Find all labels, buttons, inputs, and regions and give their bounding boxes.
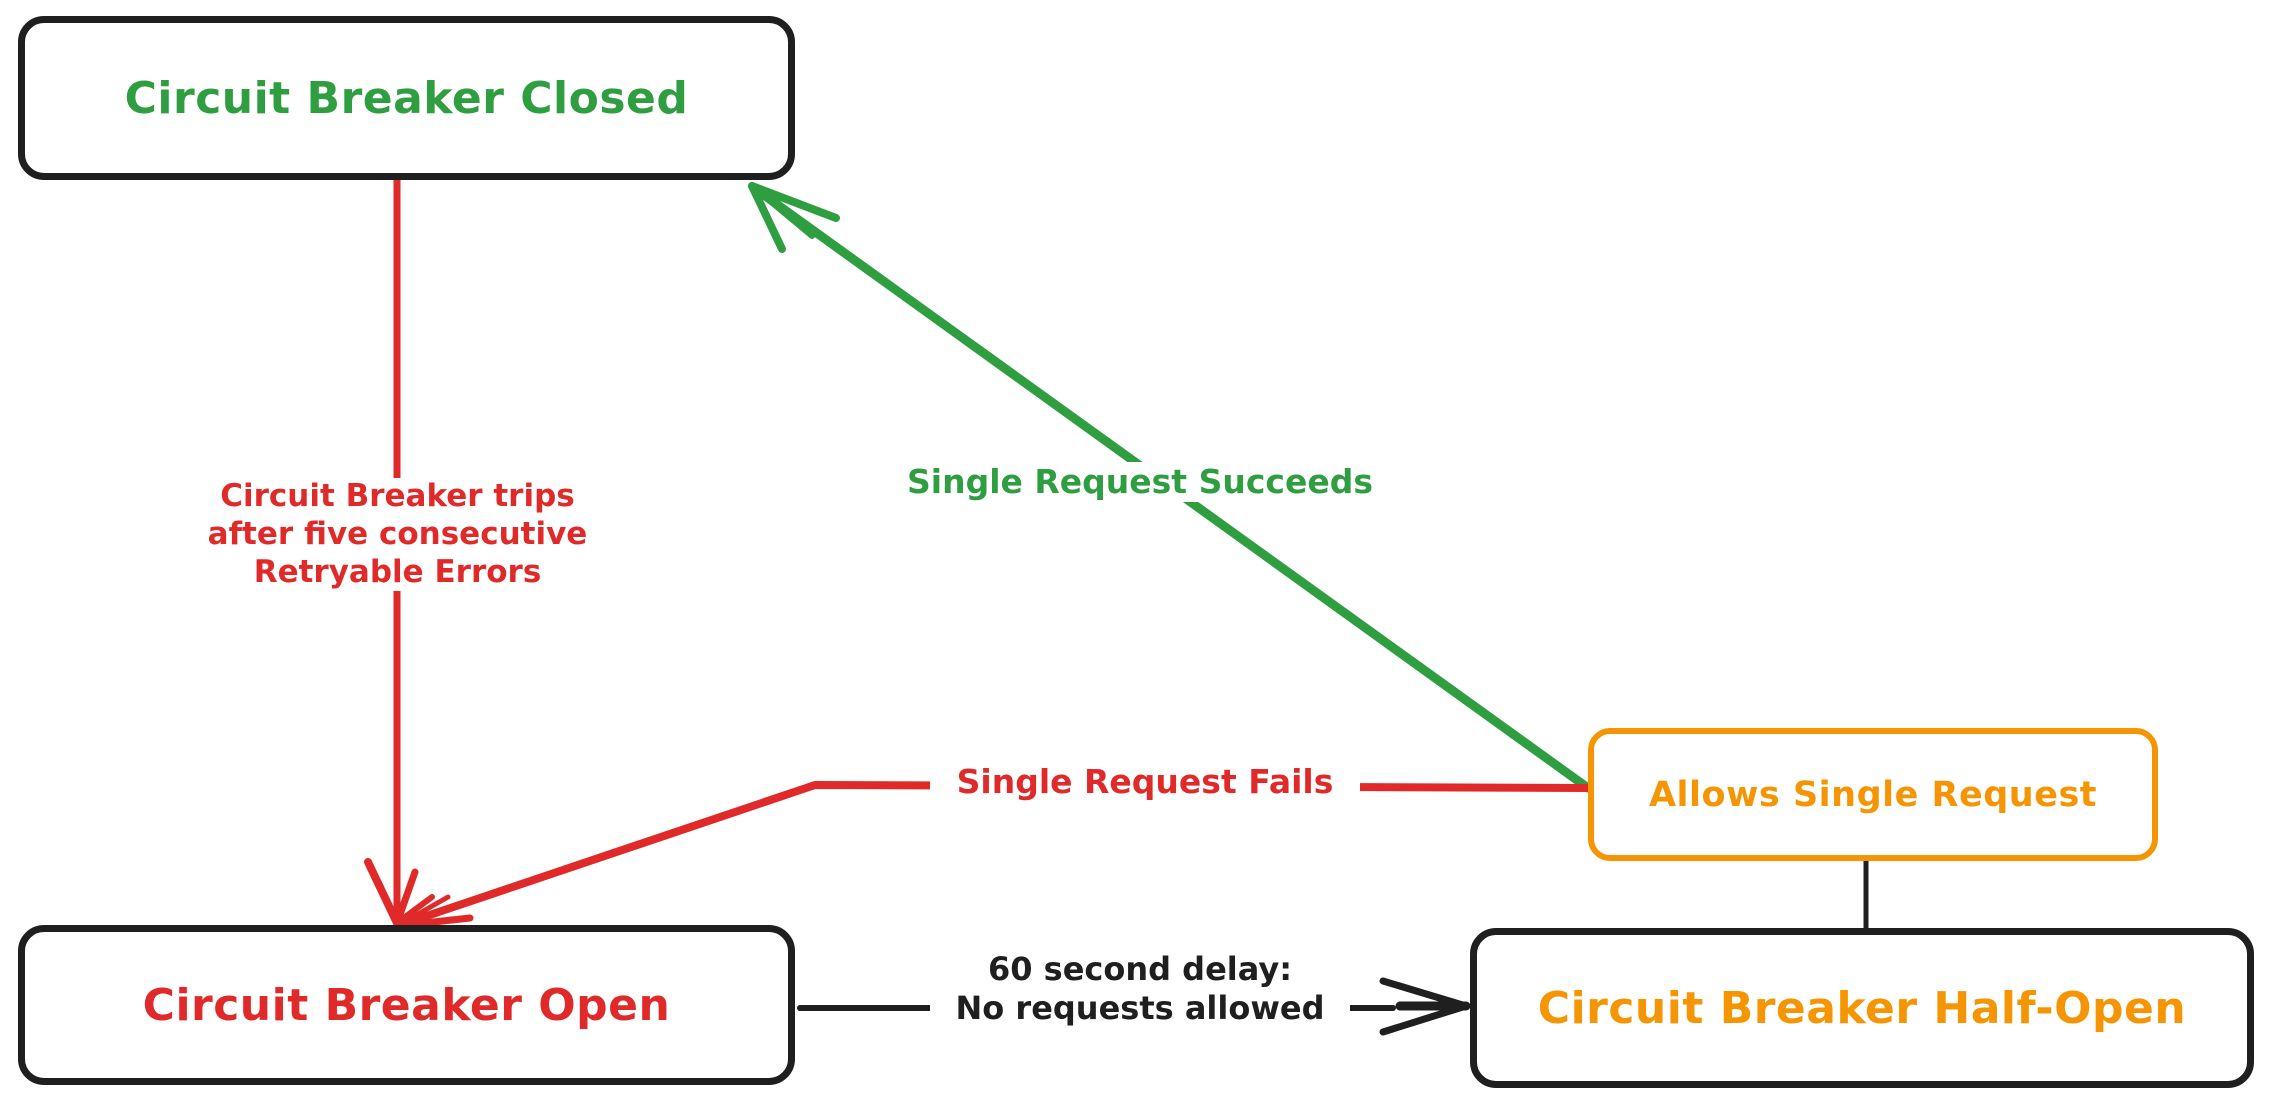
node-circuit-breaker-open[interactable]: Circuit Breaker Open [18,925,795,1085]
edge-allows-to-closed [748,182,1593,793]
node-label-closed: Circuit Breaker Closed [124,72,689,124]
node-label-allows-single-request: Allows Single Request [1648,774,2098,815]
edge-allows-to-open [393,781,1592,930]
node-circuit-breaker-closed[interactable]: Circuit Breaker Closed [18,16,795,180]
node-circuit-breaker-half-open[interactable]: Circuit Breaker Half-Open [1470,928,2254,1088]
edge-open-to-halfopen [797,977,1471,1036]
node-allows-single-request[interactable]: Allows Single Request [1588,728,2158,861]
edge-closed-to-open [364,176,435,927]
node-label-half-open: Circuit Breaker Half-Open [1537,982,2187,1034]
node-label-open: Circuit Breaker Open [142,979,671,1031]
